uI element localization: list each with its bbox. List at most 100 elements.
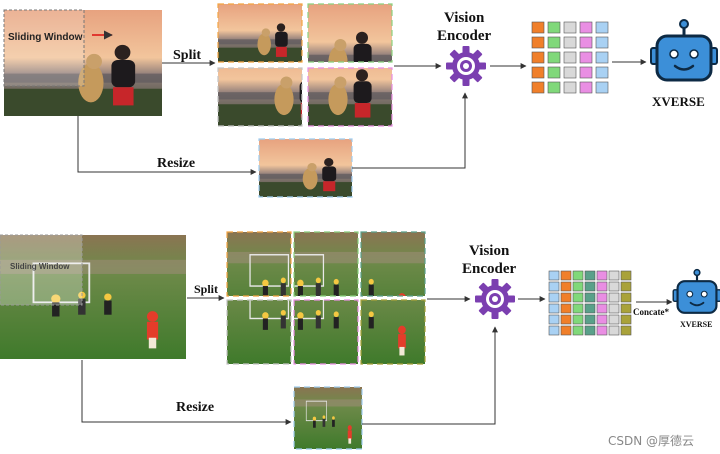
bottom-arrows bbox=[81, 295, 673, 425]
bottom-token-cell bbox=[584, 270, 596, 281]
top-encoder-gear-icon bbox=[446, 46, 486, 86]
top-token-cell bbox=[563, 51, 577, 64]
top-arrows bbox=[77, 59, 647, 175]
bottom-token-cell bbox=[584, 314, 596, 325]
bottom-encoder-label-line1: Vision bbox=[469, 243, 510, 259]
bottom-token-cell bbox=[608, 303, 620, 314]
bottom-token-cell bbox=[584, 303, 596, 314]
bottom-token-cell bbox=[584, 325, 596, 336]
bottom-crop-5 bbox=[293, 299, 359, 365]
bottom-token-cell bbox=[572, 314, 584, 325]
top-token-cell bbox=[579, 51, 593, 64]
top-token-cell bbox=[531, 21, 545, 34]
bottom-token-cell bbox=[560, 292, 572, 303]
top-crop-1 bbox=[217, 3, 303, 63]
top-encoder-label-line1: Vision bbox=[444, 10, 485, 26]
bottom-token-cell bbox=[548, 314, 560, 325]
bottom-model-label: XVERSE bbox=[680, 320, 713, 329]
bottom-token-cell bbox=[548, 325, 560, 336]
bottom-token-cell bbox=[548, 281, 560, 292]
top-token-grid bbox=[531, 21, 609, 94]
top-token-cell bbox=[547, 81, 561, 94]
top-token-cell bbox=[595, 81, 609, 94]
top-token-cell bbox=[531, 66, 545, 79]
top-token-cell bbox=[563, 81, 577, 94]
top-token-cell bbox=[547, 66, 561, 79]
top-sliding-window-label: Sliding Window bbox=[8, 32, 83, 43]
bottom-token-cell bbox=[608, 325, 620, 336]
bottom-token-cell bbox=[596, 292, 608, 303]
bottom-split-crops bbox=[226, 231, 426, 365]
top-crop-4 bbox=[307, 67, 393, 127]
bottom-token-grid bbox=[548, 270, 632, 336]
bottom-token-cell bbox=[620, 303, 632, 314]
bottom-token-cell bbox=[608, 270, 620, 281]
bottom-token-cell bbox=[548, 303, 560, 314]
top-token-cell bbox=[531, 36, 545, 49]
bottom-resize-label: Resize bbox=[176, 400, 215, 415]
bottom-concat-label: Concate* bbox=[633, 307, 669, 317]
bottom-token-cell bbox=[560, 314, 572, 325]
top-crop-3 bbox=[217, 67, 303, 127]
bottom-token-cell bbox=[596, 270, 608, 281]
top-token-cell bbox=[595, 66, 609, 79]
bottom-token-cell bbox=[620, 325, 632, 336]
top-token-cell bbox=[563, 36, 577, 49]
bottom-token-cell bbox=[560, 281, 572, 292]
bottom-token-cell bbox=[620, 270, 632, 281]
bottom-split-label: Split bbox=[194, 282, 219, 296]
top-token-cell bbox=[595, 36, 609, 49]
top-crop-2 bbox=[307, 3, 393, 63]
top-token-cell bbox=[563, 66, 577, 79]
bottom-robot-icon bbox=[672, 268, 720, 314]
bottom-crop-2 bbox=[293, 231, 359, 297]
top-encoder-label-line2: Encoder bbox=[437, 28, 492, 44]
bottom-token-cell bbox=[560, 303, 572, 314]
bottom-crop-3 bbox=[360, 231, 426, 297]
top-original-image bbox=[3, 9, 162, 116]
bottom-original-image bbox=[0, 234, 186, 359]
bottom-token-cell bbox=[608, 281, 620, 292]
bottom-crop-1 bbox=[226, 231, 292, 297]
top-token-cell bbox=[563, 21, 577, 34]
bottom-token-cell bbox=[572, 270, 584, 281]
bottom-token-cell bbox=[584, 281, 596, 292]
bottom-token-cell bbox=[548, 270, 560, 281]
top-resize-label: Resize bbox=[157, 156, 196, 171]
top-token-cell bbox=[579, 21, 593, 34]
bottom-crop-4 bbox=[226, 299, 292, 365]
bottom-resized-thumbnail bbox=[293, 386, 363, 450]
top-model-label: XVERSE bbox=[652, 94, 705, 109]
top-split-label: Split bbox=[173, 48, 202, 63]
bottom-token-cell bbox=[584, 292, 596, 303]
top-token-cell bbox=[595, 21, 609, 34]
bottom-token-cell bbox=[572, 281, 584, 292]
bottom-token-cell bbox=[596, 325, 608, 336]
bottom-token-cell bbox=[548, 292, 560, 303]
top-token-cell bbox=[595, 51, 609, 64]
top-split-crops bbox=[217, 3, 393, 127]
bottom-encoder-gear-icon bbox=[475, 279, 515, 319]
bottom-token-cell bbox=[572, 325, 584, 336]
bottom-token-cell bbox=[608, 314, 620, 325]
top-token-cell bbox=[531, 81, 545, 94]
bottom-sliding-window-label: Sliding Window bbox=[10, 262, 70, 271]
bottom-token-cell bbox=[572, 292, 584, 303]
bottom-token-cell bbox=[596, 303, 608, 314]
top-token-cell bbox=[547, 51, 561, 64]
bottom-token-cell bbox=[596, 281, 608, 292]
top-token-cell bbox=[547, 21, 561, 34]
bottom-crop-6 bbox=[360, 299, 426, 365]
bottom-token-cell bbox=[596, 314, 608, 325]
bottom-token-cell bbox=[620, 292, 632, 303]
bottom-token-cell bbox=[620, 314, 632, 325]
bottom-token-cell bbox=[620, 281, 632, 292]
top-resized-thumbnail bbox=[258, 138, 353, 198]
top-token-cell bbox=[579, 81, 593, 94]
bottom-token-cell bbox=[560, 270, 572, 281]
watermark: CSDN @厚德云 bbox=[608, 434, 695, 448]
bottom-token-cell bbox=[572, 303, 584, 314]
top-token-cell bbox=[579, 66, 593, 79]
bottom-token-cell bbox=[560, 325, 572, 336]
